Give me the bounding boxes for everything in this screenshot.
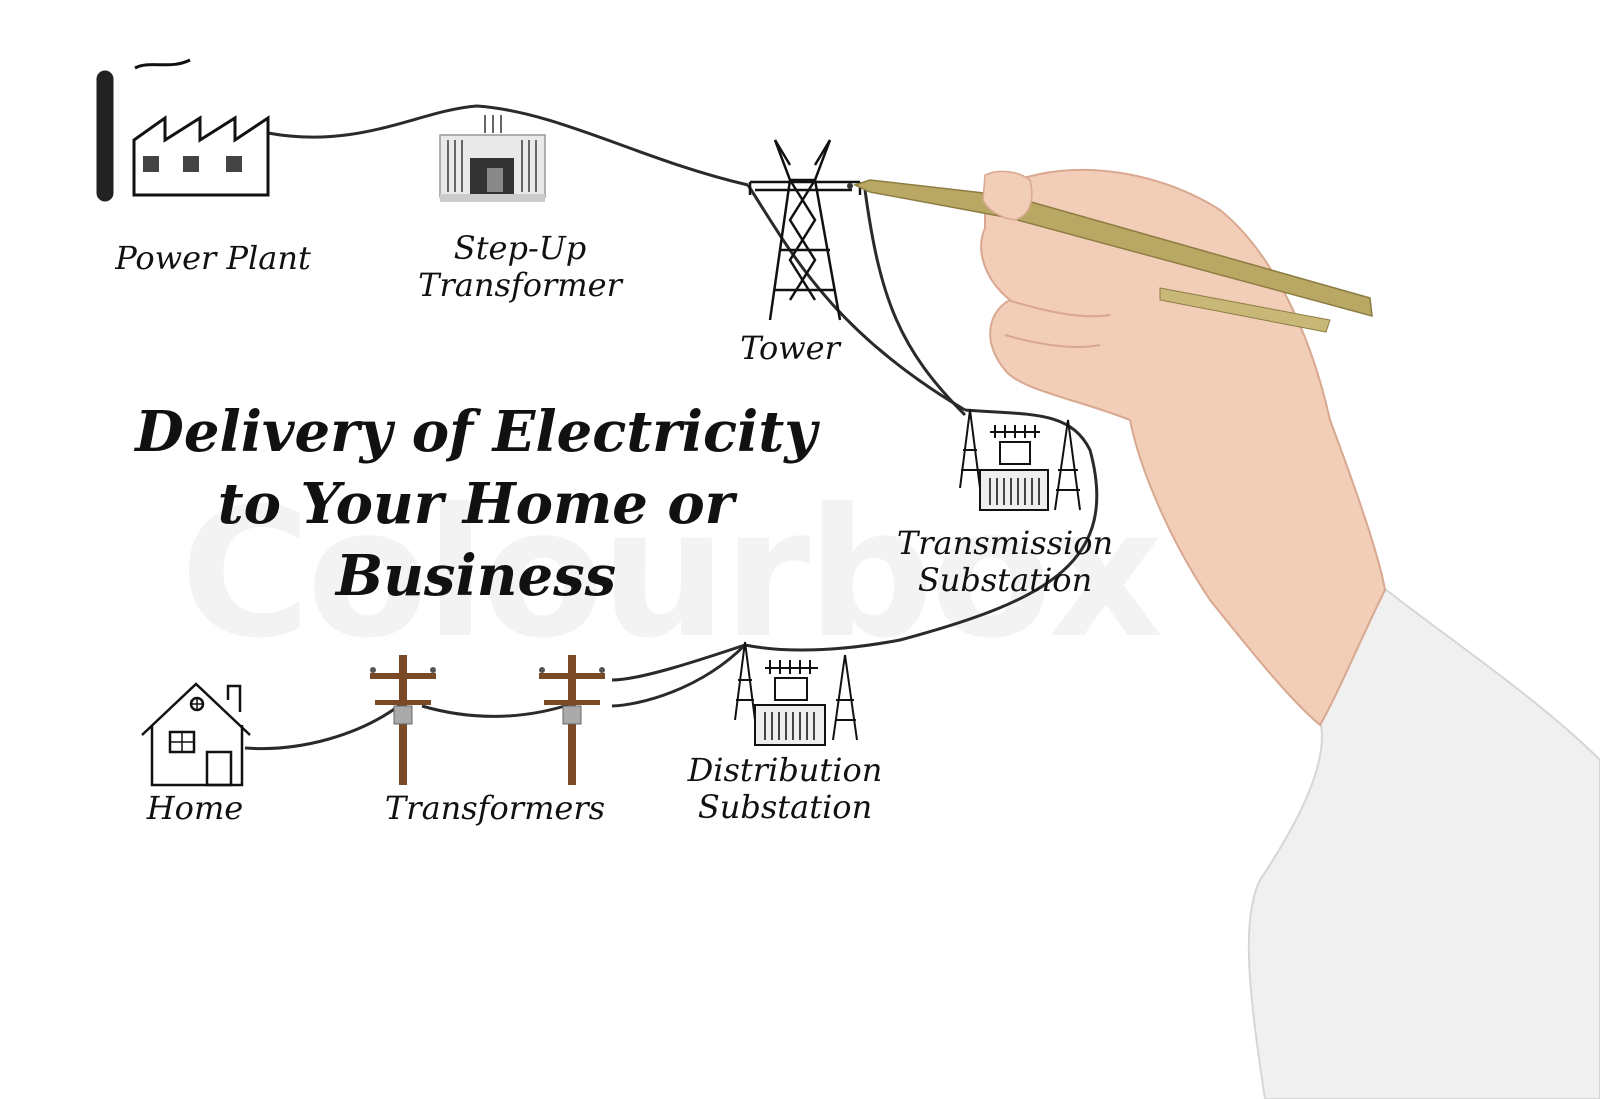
step-up-line-2: Transformer — [418, 265, 622, 304]
transmission-line-2: Substation — [917, 560, 1093, 599]
power-lines — [244, 104, 1099, 751]
title-line-1: Delivery of Electricity — [135, 399, 817, 465]
wire-pole1-to-home — [244, 703, 401, 751]
distribution-line-2: Substation — [697, 787, 873, 826]
power-plant-label: Power Plant — [98, 240, 328, 277]
wire-tower-to-substation-a — [746, 184, 966, 412]
wire-pole2-to-pole1 — [421, 703, 569, 718]
utility-pole-icon — [539, 655, 605, 785]
distribution-substation-icon — [734, 641, 858, 746]
tower-text: Tower — [740, 329, 840, 367]
substation-icon — [959, 409, 1081, 511]
step-up-transformer-icon — [439, 115, 546, 202]
wire-tower-to-substation-b — [863, 189, 967, 417]
house-icon — [141, 682, 251, 787]
diagram-title: Delivery of Electricity to Your Home or … — [96, 396, 856, 612]
title-line-2: to Your Home or Business — [217, 471, 735, 609]
tower-label: Tower — [720, 330, 860, 367]
power-plant-text: Power Plant — [115, 239, 311, 277]
step-up-line-1: Step-Up — [453, 229, 587, 267]
factory-icon — [96, 58, 270, 202]
transformers-text: Transformers — [384, 789, 606, 827]
transmission-line-1: Transmission — [896, 524, 1114, 562]
home-text: Home — [146, 789, 244, 827]
transmission-substation-label: Transmission Substation — [880, 525, 1130, 599]
utility-pole-icon — [370, 655, 436, 785]
tower-icon — [748, 139, 862, 321]
distribution-substation-label: Distribution Substation — [665, 752, 905, 826]
wire-dist-to-pole2-b — [611, 643, 747, 708]
pen-icon — [847, 170, 1373, 333]
distribution-line-1: Distribution — [687, 751, 883, 789]
wire-plant-to-stepup — [267, 104, 749, 187]
home-label: Home — [130, 790, 260, 827]
hand-icon — [980, 168, 1600, 1099]
wire-dist-to-pole2-a — [611, 643, 746, 682]
transformers-label: Transformers — [370, 790, 620, 827]
wire-substation-to-distribution — [744, 408, 1099, 652]
step-up-transformer-label: Step-Up Transformer — [400, 230, 640, 304]
